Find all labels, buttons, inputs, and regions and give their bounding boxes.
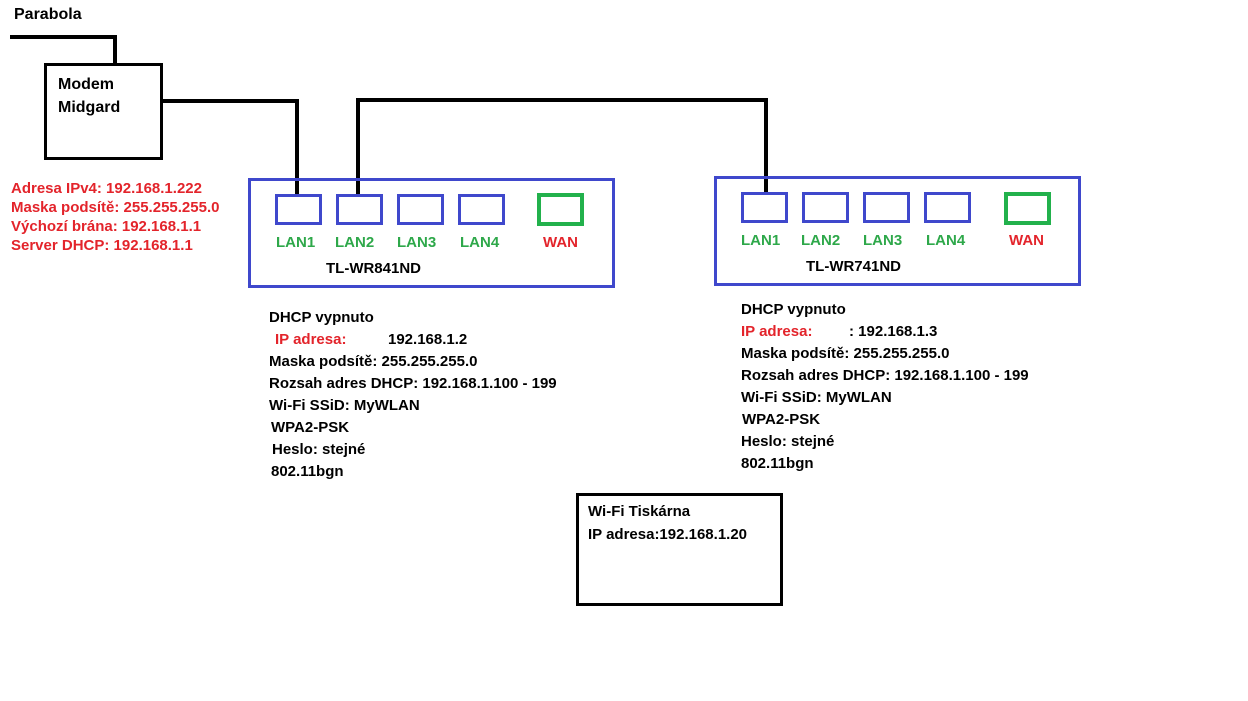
router1-port-lan2: [336, 194, 383, 225]
router1-label-lan4: LAN4: [460, 234, 500, 251]
router2-ip-label: IP adresa:: [741, 323, 813, 340]
router2-port-lan2: [802, 192, 849, 223]
router1-ip-row: IP adresa: 192.168.1.2: [269, 329, 557, 351]
router1-label-lan3: LAN3: [397, 234, 437, 251]
router1-port-lan1: [275, 194, 322, 225]
router1-port-lan3: [397, 194, 444, 225]
parabola-label: Parabola: [14, 6, 82, 23]
modem-box: Modem Midgard: [44, 63, 163, 160]
router2-mask: Maska podsítě: 255.255.255.0: [741, 345, 950, 362]
router1-standard: 802.11bgn: [271, 463, 344, 480]
router2-ip-value: : 192.168.1.3: [849, 323, 938, 340]
router1-port-wan: [537, 193, 584, 226]
router1-ip-value: 192.168.1.2: [388, 331, 468, 348]
router1-label-wan: WAN: [543, 234, 578, 251]
router2-label-lan1: LAN1: [741, 232, 781, 249]
printer-box: Wi-Fi Tiskárna IP adresa:192.168.1.20: [576, 493, 783, 606]
router2-ip-row: IP adresa: : 192.168.1.3: [741, 321, 1029, 343]
router2-password: Heslo: stejné: [741, 433, 835, 450]
router2-model: TL-WR741ND: [806, 258, 902, 275]
printer-title: Wi-Fi Tiskárna: [588, 503, 691, 520]
modem-mask: Maska podsítě: 255.255.255.0: [11, 199, 220, 216]
router1-info: DHCP vypnuto IP adresa: 192.168.1.2 Maska…: [269, 307, 557, 483]
modem-dhcp-server: Server DHCP: 192.168.1.1: [11, 237, 193, 254]
modem-ipv4: Adresa IPv4: 192.168.1.222: [11, 180, 202, 197]
router2-ssid: Wi-Fi SSiD: MyWLAN: [741, 389, 892, 406]
router2-label-wan: WAN: [1009, 232, 1044, 249]
router2-security: WPA2-PSK: [742, 411, 821, 428]
router2-port-wan: [1004, 192, 1051, 225]
router2-standard: 802.11bgn: [741, 455, 814, 472]
wire-parabola-modem: [10, 35, 117, 64]
router2-label-lan3: LAN3: [863, 232, 903, 249]
wire-router1-lan2-router2-lan1: [356, 98, 768, 196]
router1-password: Heslo: stejné: [272, 441, 366, 458]
modem-name-line2: Midgard: [58, 99, 121, 116]
router1-mask: Maska podsítě: 255.255.255.0: [269, 353, 478, 370]
router1-port-lan4: [458, 194, 505, 225]
router1-ip-label: IP adresa:: [275, 331, 347, 348]
router2-port-lan3: [863, 192, 910, 223]
wire-modem-router1-lan1: [162, 99, 299, 196]
router1-ssid: Wi-Fi SSiD: MyWLAN: [269, 397, 420, 414]
printer-ip: IP adresa:192.168.1.20: [588, 526, 748, 543]
router1-box: LAN1 LAN2 LAN3 LAN4 WAN TL-WR841ND: [248, 178, 615, 288]
modem-info: Adresa IPv4: 192.168.1.222 Maska podsítě…: [11, 179, 219, 255]
router2-dhcp: DHCP vypnuto: [741, 301, 846, 318]
router2-info: DHCP vypnuto IP adresa: : 192.168.1.3 Mas…: [741, 299, 1029, 475]
router1-label-lan2: LAN2: [335, 234, 375, 251]
router1-security: WPA2-PSK: [271, 419, 350, 436]
modem-name-line1: Modem: [58, 76, 114, 93]
router1-label-lan1: LAN1: [276, 234, 316, 251]
router2-label-lan4: LAN4: [926, 232, 966, 249]
router1-dhcp-range: Rozsah adres DHCP: 192.168.1.100 - 199: [269, 375, 557, 392]
modem-gateway: Výchozí brána: 192.168.1.1: [11, 218, 202, 235]
router2-port-lan4: [924, 192, 971, 223]
router2-box: LAN1 LAN2 LAN3 LAN4 WAN TL-WR741ND: [714, 176, 1081, 286]
router2-label-lan2: LAN2: [801, 232, 841, 249]
router2-port-lan1: [741, 192, 788, 223]
router2-dhcp-range: Rozsah adres DHCP: 192.168.1.100 - 199: [741, 367, 1029, 384]
router1-dhcp: DHCP vypnuto: [269, 309, 374, 326]
router1-model: TL-WR841ND: [326, 260, 422, 277]
